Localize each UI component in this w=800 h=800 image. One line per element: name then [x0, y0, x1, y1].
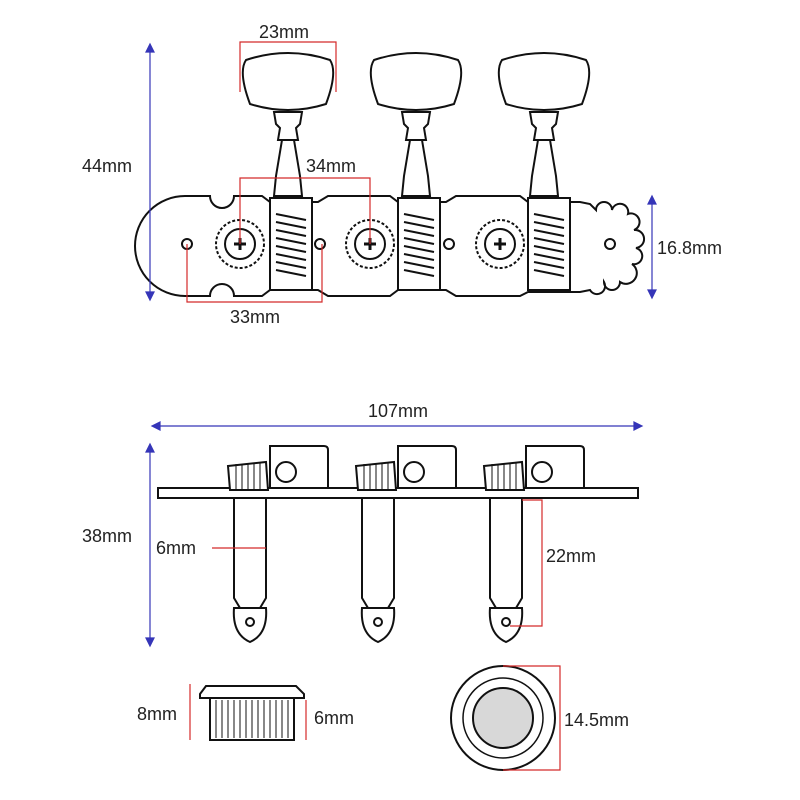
- mount-hole: [604, 238, 616, 250]
- worm-thread: [403, 213, 435, 277]
- worm-thread: [533, 213, 565, 277]
- label-bushing-height: 8mm: [137, 704, 177, 724]
- dim-button-diameter: [503, 665, 561, 771]
- screw-cross: [494, 238, 506, 250]
- tuner-knob: [497, 52, 591, 111]
- label-hole-spacing: 33mm: [230, 307, 280, 327]
- button-view: [450, 665, 556, 771]
- tuner-3: [475, 52, 591, 291]
- tuner-stem: [272, 139, 304, 197]
- tuner-collar: [272, 111, 304, 141]
- bracket-hole: [403, 461, 425, 483]
- label-post-diameter: 6mm: [156, 538, 196, 558]
- side-post: [489, 497, 523, 609]
- side-tuner-2: [354, 445, 457, 644]
- side-tuner-1: [226, 445, 329, 644]
- bushing-flange: [199, 685, 305, 699]
- top-dimensions: [145, 41, 657, 303]
- side-post: [233, 497, 267, 609]
- label-total-length: 107mm: [368, 401, 428, 421]
- label-post-spacing: 34mm: [306, 156, 356, 176]
- worm-thread: [275, 213, 307, 277]
- post-hole: [501, 617, 511, 627]
- label-side-height: 38mm: [82, 526, 132, 546]
- button-inner: [472, 687, 534, 749]
- knob-ridges: [491, 462, 517, 490]
- bushing-knurl: [215, 700, 289, 738]
- top-view: [134, 52, 645, 297]
- tuner-stem: [400, 139, 432, 197]
- side-tuner-3: [482, 445, 585, 644]
- label-bushing-diameter: 6mm: [314, 708, 354, 728]
- dim-hole-spacing: [186, 244, 323, 303]
- side-view: [157, 445, 639, 644]
- side-post: [361, 497, 395, 609]
- bracket-hole: [531, 461, 553, 483]
- label-total-height: 44mm: [82, 156, 132, 176]
- tuner-collar: [528, 111, 560, 141]
- post-hole: [373, 617, 383, 627]
- tuner-2: [345, 52, 463, 291]
- bushing-dimensions: [189, 684, 307, 740]
- dim-post-spacing: [239, 177, 371, 244]
- label-plate-height: 16.8mm: [657, 238, 722, 258]
- label-knob-width: 23mm: [259, 22, 309, 42]
- dim-knob-width: [239, 41, 337, 92]
- tuner-knob: [241, 52, 335, 111]
- dim-post-length: [510, 499, 543, 627]
- bracket-hole: [275, 461, 297, 483]
- side-dimensions: [145, 421, 644, 648]
- mount-hole: [314, 238, 326, 250]
- tuner-stem: [528, 139, 560, 197]
- mount-hole: [443, 238, 455, 250]
- post-hole: [245, 617, 255, 627]
- bushing-view: [199, 685, 305, 741]
- label-button-diameter: 14.5mm: [564, 710, 629, 730]
- tuner-collar: [400, 111, 432, 141]
- knob-ridges: [363, 462, 389, 490]
- tuner-knob: [369, 52, 463, 111]
- label-post-length: 22mm: [546, 546, 596, 566]
- knob-ridges: [235, 462, 261, 490]
